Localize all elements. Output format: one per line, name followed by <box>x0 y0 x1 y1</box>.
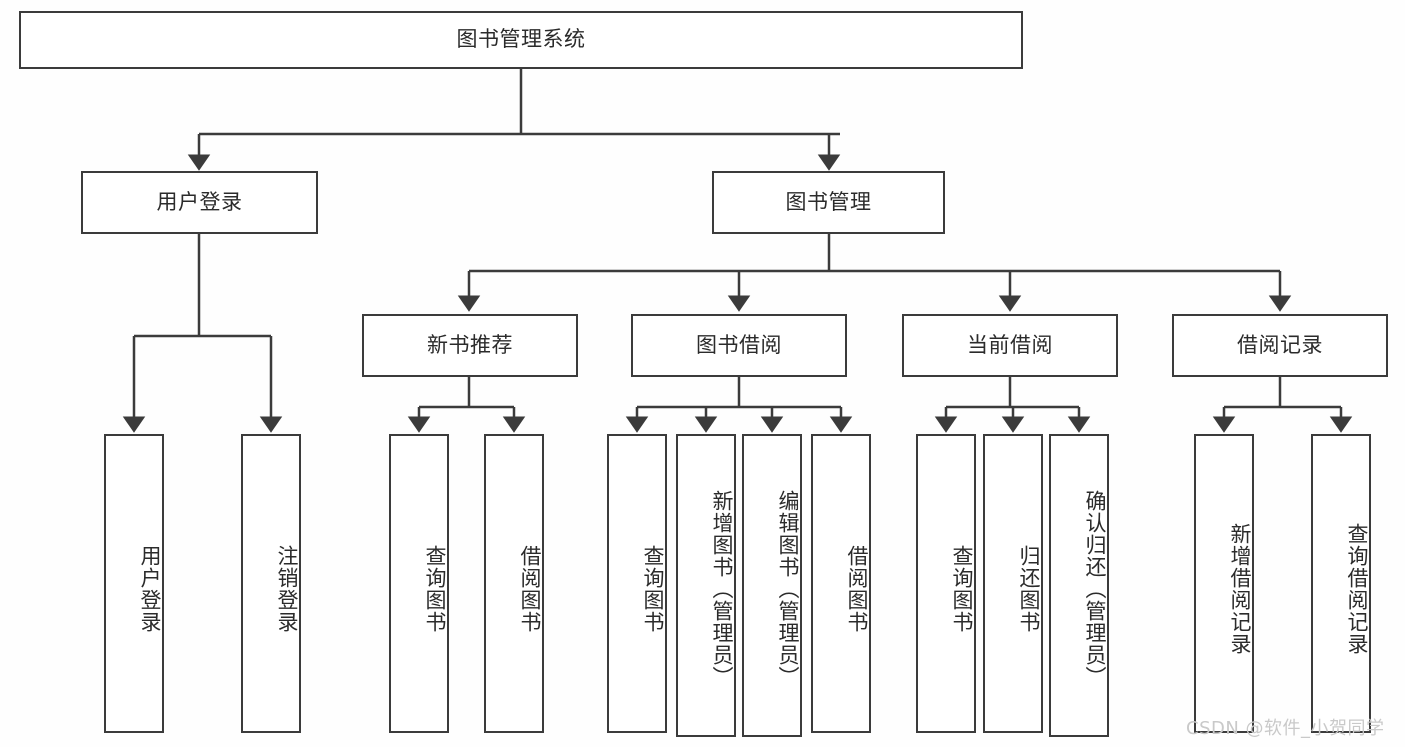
node-book-borrow[interactable]: 图书借阅 <box>631 314 847 377</box>
node-label: 当前借阅 <box>967 332 1053 357</box>
leaf-query-book-current[interactable]: 查询图书 <box>916 434 976 733</box>
leaf-query-book-borrow[interactable]: 查询图书 <box>607 434 667 733</box>
node-label: 编辑图书（管理员） <box>776 489 800 688</box>
leaf-edit-book-admin[interactable]: 编辑图书（管理员） <box>742 434 802 737</box>
node-label: 借阅图书 <box>518 544 542 633</box>
node-label: 归还图书 <box>1017 544 1041 633</box>
node-new-book-recommend[interactable]: 新书推荐 <box>362 314 578 377</box>
leaf-confirm-return-admin[interactable]: 确认归还（管理员） <box>1049 434 1109 737</box>
leaf-add-book-admin[interactable]: 新增图书（管理员） <box>676 434 736 737</box>
node-label: 用户登录 <box>138 544 162 633</box>
node-label: 新增借阅记录 <box>1228 522 1252 655</box>
leaf-borrow-book-recommend[interactable]: 借阅图书 <box>484 434 544 733</box>
node-label: 确认归还（管理员） <box>1083 489 1107 688</box>
node-book-management[interactable]: 图书管理 <box>712 171 945 234</box>
node-label: 新书推荐 <box>427 332 513 357</box>
node-label: 图书管理系统 <box>456 27 586 52</box>
node-label: 查询借阅记录 <box>1345 522 1369 655</box>
node-label: 注销登录 <box>275 544 299 633</box>
node-root-library-management-system[interactable]: 图书管理系统 <box>19 11 1023 69</box>
node-label: 新增图书（管理员） <box>710 489 734 688</box>
node-label: 查询图书 <box>423 544 447 633</box>
node-borrow-record[interactable]: 借阅记录 <box>1172 314 1388 377</box>
node-label: 用户登录 <box>156 189 243 214</box>
node-label: 图书管理 <box>785 189 872 214</box>
leaf-query-book-recommend[interactable]: 查询图书 <box>389 434 449 733</box>
leaf-borrow-book[interactable]: 借阅图书 <box>811 434 871 733</box>
leaf-add-borrow-record[interactable]: 新增借阅记录 <box>1194 434 1254 733</box>
node-label: 查询图书 <box>950 544 974 633</box>
node-label: 查询图书 <box>641 544 665 633</box>
node-label: 借阅图书 <box>845 544 869 633</box>
leaf-query-borrow-record[interactable]: 查询借阅记录 <box>1311 434 1371 733</box>
leaf-return-book[interactable]: 归还图书 <box>983 434 1043 733</box>
leaf-logout[interactable]: 注销登录 <box>241 434 301 733</box>
leaf-user-login[interactable]: 用户登录 <box>104 434 164 733</box>
node-label: 借阅记录 <box>1237 332 1323 357</box>
node-current-borrow[interactable]: 当前借阅 <box>902 314 1118 377</box>
node-user-login[interactable]: 用户登录 <box>81 171 318 234</box>
node-label: 图书借阅 <box>696 332 782 357</box>
csdn-watermark: CSDN @软件_小贺同学 <box>1186 718 1385 739</box>
